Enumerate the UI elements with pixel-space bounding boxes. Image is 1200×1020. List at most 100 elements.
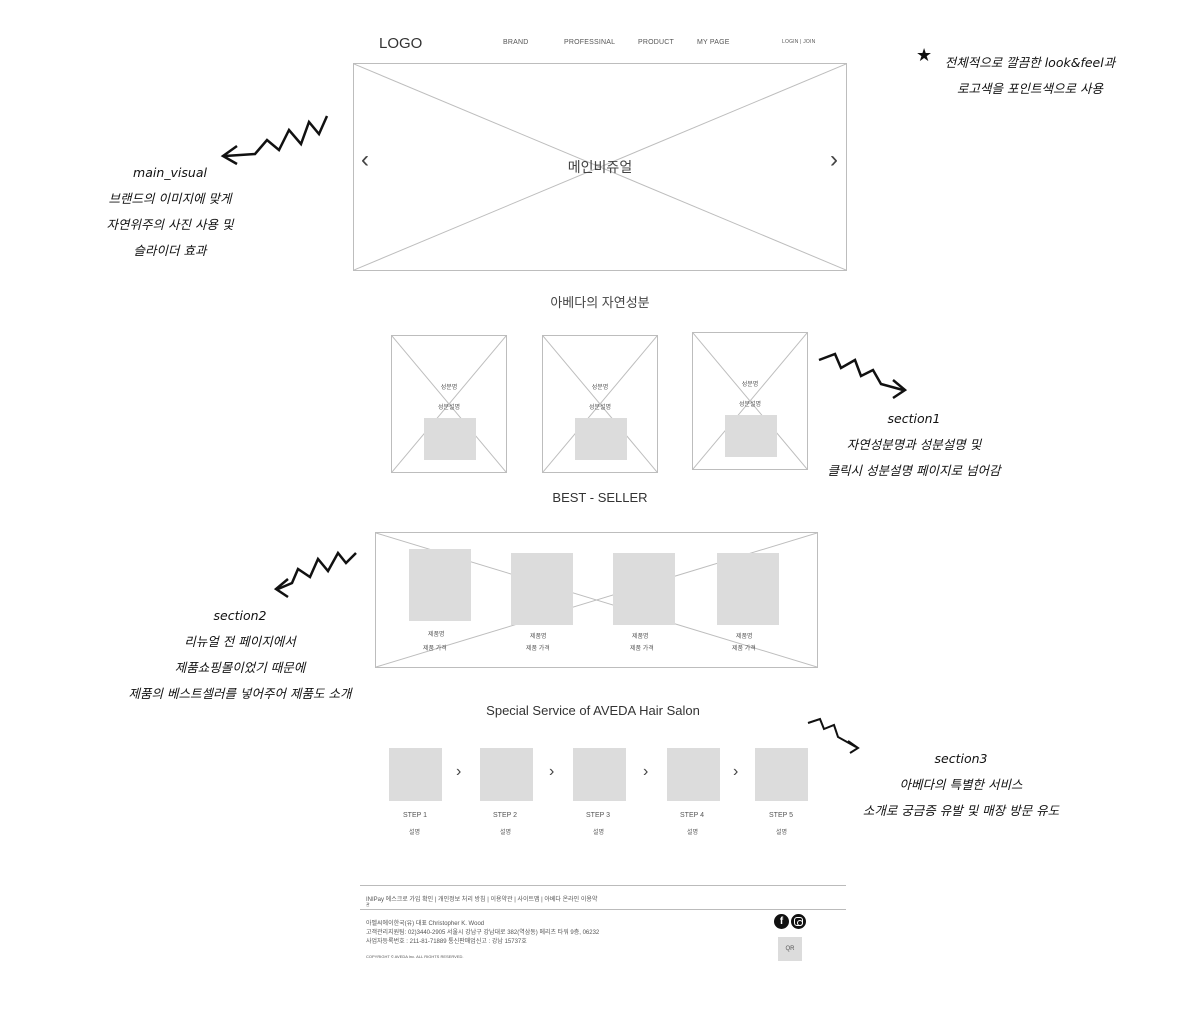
best-seller-list: 제품명 제품 가격 제품명 제품 가격 제품명 제품 가격 제품명 제품 가격 — [375, 532, 818, 668]
note-line: 제품쇼핑몰이었기 때문에 — [174, 660, 306, 675]
note-global: 전체적으로 깔끔한 look&feel과 로고색을 포인트색으로 사용 — [920, 50, 1140, 102]
note-line: 리뉴얼 전 페이지에서 — [184, 634, 296, 649]
step-desc: 설명 — [776, 830, 788, 836]
step-label: STEP 3 — [586, 812, 610, 819]
product-image — [511, 553, 573, 625]
product-name: 제품명 — [530, 634, 547, 640]
product-card[interactable]: 제품명 제품 가격 — [409, 549, 471, 664]
footer-top-line — [360, 885, 846, 886]
business-info: 사업자등록번호 : 211-81-71889 통신판매업신고 : 강남 1573… — [366, 939, 527, 945]
note-line: 로고색을 포인트색으로 사용 — [957, 81, 1103, 96]
placeholder-cross — [693, 333, 807, 469]
note-line: 자연성분명과 성분설명 및 — [846, 437, 982, 452]
step-desc: 설명 — [500, 830, 512, 836]
nav-my-page[interactable]: MY PAGE — [697, 39, 730, 46]
main-visual-slider[interactable]: ‹ › 메인비쥬얼 — [353, 63, 847, 271]
note-line: 아베다의 특별한 서비스 — [899, 777, 1023, 792]
note-section3: section3 아베다의 특별한 서비스 소개로 궁금증 유발 및 매장 방문… — [836, 746, 1086, 824]
note-line: section2 — [213, 608, 267, 623]
logo[interactable]: LOGO — [379, 35, 423, 52]
login-join-link[interactable]: LOGIN | JOIN — [782, 39, 816, 45]
note-line: main_visual — [133, 165, 207, 180]
product-image — [717, 553, 779, 625]
footer-divider — [360, 909, 846, 910]
note-line: 브랜드의 이미지에 맞게 — [108, 191, 232, 206]
product-card[interactable]: 제품명 제품 가격 — [511, 553, 573, 667]
placeholder-cross — [392, 336, 506, 472]
slider-prev-button[interactable]: ‹ — [361, 146, 369, 173]
zigzag-arrow-section1 — [818, 352, 908, 400]
ingredient-image — [575, 418, 627, 460]
ingredient-name: 성분명 — [591, 385, 609, 391]
footer-links[interactable]: INIPay 에스크로 가입 확인 | 개인정보 처리 방침 | 이용약관 | … — [366, 897, 598, 903]
footer-links-wrap: 관 — [366, 902, 370, 907]
step-arrow-icon: › — [643, 763, 649, 780]
qr-code: QR — [778, 937, 802, 961]
ingredient-desc: 성분설명 — [588, 405, 612, 411]
step-label: STEP 5 — [769, 812, 793, 819]
note-line: 제품의 베스트셀러를 넣어주어 제품도 소개 — [128, 686, 352, 701]
note-line: 자연위주의 사진 사용 및 — [106, 217, 234, 232]
step-desc: 설명 — [409, 830, 421, 836]
section3-title: Special Service of AVEDA Hair Salon — [486, 703, 700, 718]
ingredient-card[interactable]: 성분명 성분설명 — [391, 335, 507, 473]
product-price: 제품 가격 — [732, 646, 756, 652]
ingredient-card[interactable]: 성분명 성분설명 — [542, 335, 658, 473]
step-arrow-icon: › — [456, 763, 462, 780]
section2-title: BEST - SELLER — [552, 490, 648, 505]
step-image[interactable] — [389, 748, 442, 801]
step-arrow-icon: › — [549, 763, 555, 780]
step-image[interactable] — [755, 748, 808, 801]
product-image — [613, 553, 675, 625]
main-visual-label: 메인비쥬얼 — [567, 159, 633, 175]
nav-product[interactable]: PRODUCT — [638, 39, 675, 46]
copyright: COPYRIGHT © AVEDA Inc. ALL RIGHTS RESERV… — [366, 954, 464, 959]
placeholder-cross — [354, 64, 846, 270]
ingredient-desc: 성분설명 — [437, 405, 461, 411]
footer: INIPay 에스크로 가입 확인 | 개인정보 처리 방침 | 이용약관 | … — [360, 885, 846, 975]
ingredient-desc: 성분설명 — [738, 402, 762, 408]
star-icon: ★ — [916, 45, 933, 65]
step-image[interactable] — [667, 748, 720, 801]
step-desc: 설명 — [687, 830, 699, 836]
step-image[interactable] — [480, 748, 533, 801]
product-price: 제품 가격 — [423, 646, 447, 652]
product-image — [409, 549, 471, 621]
product-name: 제품명 — [632, 634, 649, 640]
note-main-visual: main_visual 브랜드의 이미지에 맞게 자연위주의 사진 사용 및 슬… — [70, 160, 270, 264]
ingredient-image — [725, 415, 777, 457]
ingredient-card[interactable]: 성분명 성분설명 — [692, 332, 808, 470]
service-steps: › › › › STEP 1 설명 STEP 2 설명 STEP 3 설명 ST… — [389, 748, 814, 838]
header: LOGO BRAND PROFESSINAL PRODUCT MY PAGE L… — [350, 30, 850, 60]
company-info: 아벨씨에이한국(유) 대표 Christopher K. Wood — [366, 921, 485, 927]
product-card[interactable]: 제품명 제품 가격 — [717, 553, 779, 667]
note-section1: section1 자연성분명과 성분설명 및 클릭시 성분설명 페이지로 넘어감 — [800, 406, 1028, 484]
step-image[interactable] — [573, 748, 626, 801]
instagram-icon[interactable] — [791, 914, 806, 929]
facebook-icon[interactable]: f — [774, 914, 789, 929]
step-label: STEP 1 — [403, 812, 427, 819]
step-desc: 설명 — [593, 830, 605, 836]
step-label: STEP 4 — [680, 812, 704, 819]
note-line: 슬라이더 효과 — [133, 243, 207, 258]
section1-title: 아베다의 자연성분 — [550, 295, 650, 310]
zigzag-arrow-main-visual — [220, 115, 329, 166]
nav-brand[interactable]: BRAND — [503, 39, 529, 46]
slider-next-button[interactable]: › — [830, 146, 838, 173]
note-line: 전체적으로 깔끔한 look&feel과 — [944, 55, 1116, 70]
ingredient-name: 성분명 — [741, 382, 759, 388]
nav-professinal[interactable]: PROFESSINAL — [564, 39, 616, 46]
product-name: 제품명 — [736, 634, 753, 640]
placeholder-cross — [543, 336, 657, 472]
step-arrow-icon: › — [733, 763, 739, 780]
step-label: STEP 2 — [493, 812, 517, 819]
product-price: 제품 가격 — [630, 646, 654, 652]
product-name: 제품명 — [428, 632, 445, 638]
product-card[interactable]: 제품명 제품 가격 — [613, 553, 675, 667]
ingredient-name: 성분명 — [440, 385, 458, 391]
zigzag-arrow-section2 — [273, 550, 357, 599]
note-section2: section2 리뉴얼 전 페이지에서 제품쇼핑몰이었기 때문에 제품의 베스… — [100, 603, 380, 707]
ingredient-image — [424, 418, 476, 460]
zigzag-arrow-section3 — [807, 717, 860, 754]
note-line: 소개로 궁금증 유발 및 매장 방문 유도 — [862, 803, 1060, 818]
